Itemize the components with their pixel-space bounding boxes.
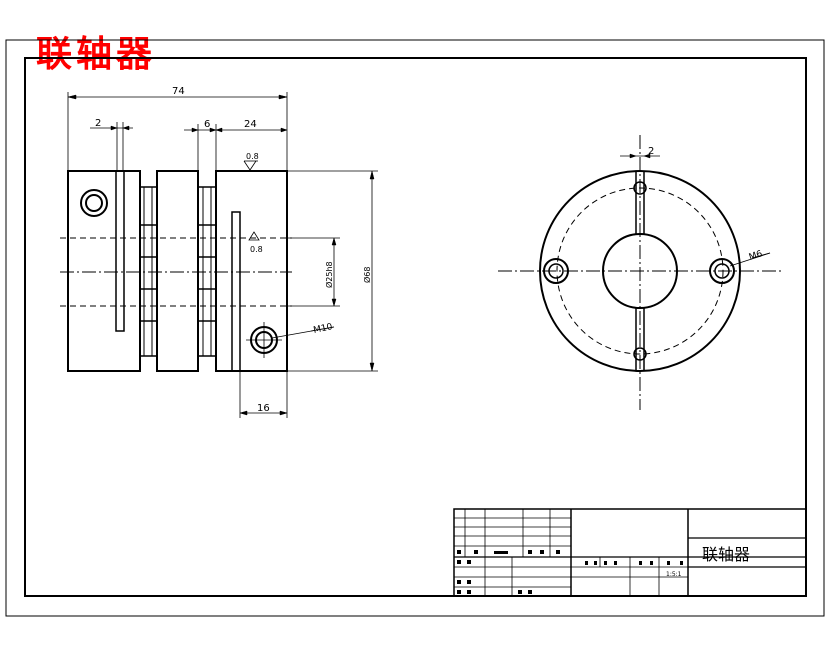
- front-view: 74 2 6 24 0.8 0.8 Ø25h8 Ø68: [60, 86, 378, 418]
- roughness-top: 0.8: [246, 152, 259, 161]
- label-m10: M10: [313, 322, 334, 336]
- dim-6: 6: [204, 119, 210, 130]
- label-m6: M6: [748, 249, 764, 263]
- drawing-title: 联轴器: [36, 33, 157, 75]
- title-block: 1:5:1 联轴器: [453, 508, 807, 597]
- scale-text: 1:5:1: [666, 571, 682, 578]
- dim-2: 2: [95, 118, 101, 129]
- dim-24: 24: [244, 119, 257, 130]
- end-view: 2 M6: [498, 135, 782, 410]
- dim-outer: Ø68: [362, 267, 372, 283]
- inner-border: [24, 57, 807, 597]
- roughness-mid: 0.8: [250, 245, 263, 254]
- dim-16: 16: [257, 403, 270, 414]
- outer-border: [5, 39, 825, 617]
- part-name: 联轴器: [702, 545, 750, 564]
- dim-bore: Ø25h8: [324, 261, 334, 288]
- dim-74: 74: [172, 86, 185, 97]
- dim-end-2: 2: [648, 146, 654, 157]
